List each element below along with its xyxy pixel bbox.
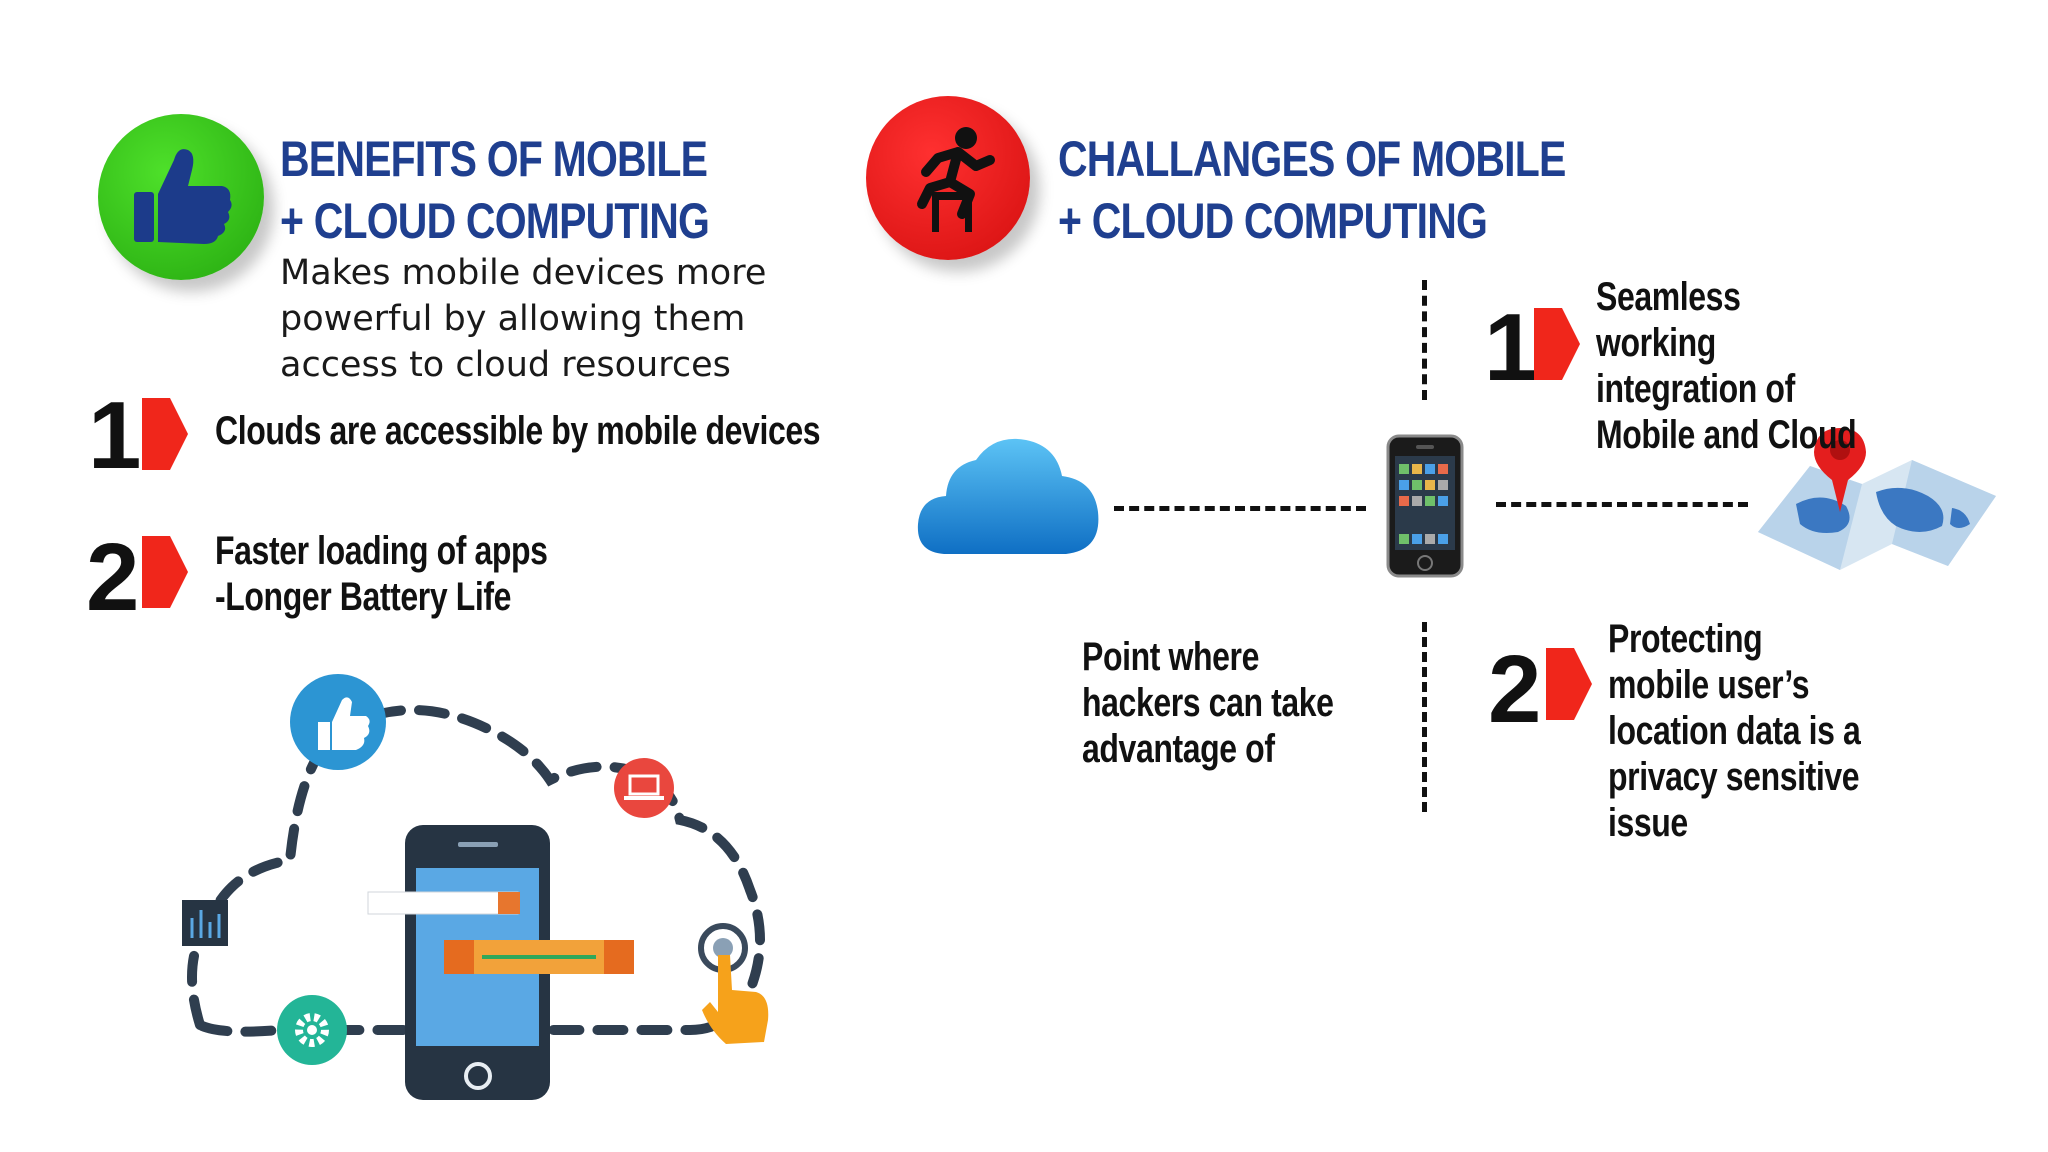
challenge-2-line2: mobile user’s [1608, 663, 1810, 707]
benefits-title-line1: BENEFITS OF MOBILE [280, 131, 708, 187]
benefit-2-line1: Faster loading of apps [215, 529, 548, 573]
dashed-cloud-outline [187, 705, 765, 1037]
thumbs-up-icon [134, 149, 232, 244]
upper-dashed-line [1422, 280, 1427, 400]
hacker-text-line2: hackers can take [1082, 681, 1334, 725]
challenges-icon-circle [866, 96, 1030, 260]
cloud-phone-illustration [182, 674, 769, 1100]
challenge-2-marker [1546, 648, 1592, 720]
challenge-1-line1: Seamless [1596, 275, 1741, 319]
lower-dashed-line [1422, 622, 1427, 812]
benefit-1-number: 1 [88, 382, 141, 489]
challenges-title-line2: + CLOUD COMPUTING [1058, 193, 1488, 249]
cloud-phone-dashed-line [1114, 506, 1366, 511]
challenge-1-line2: working [1596, 321, 1716, 365]
benefits-icon-circle [98, 114, 264, 280]
challenge-1-number: 1 [1484, 294, 1537, 401]
benefit-2-line2: -Longer Battery Life [215, 575, 512, 619]
equalizer-square-icon [182, 900, 228, 946]
benefit-2-number: 2 [86, 524, 139, 631]
benefits-description-line1: Makes mobile devices more [280, 253, 767, 293]
challenge-2-number: 2 [1488, 636, 1541, 743]
challenge-2-line4: privacy sensitive [1608, 755, 1860, 799]
challenge-1-line4: Mobile and Cloud [1596, 413, 1857, 457]
pointing-hand-icon [702, 955, 769, 1044]
smartphone-icon [1386, 434, 1464, 578]
phone-map-dashed-line [1496, 502, 1748, 507]
benefits-title-line2: + CLOUD COMPUTING [280, 193, 710, 249]
hacker-text-line1: Point where [1082, 635, 1259, 679]
challenge-2-line1: Protecting [1608, 617, 1763, 661]
benefit-2-marker [142, 536, 188, 608]
challenge-1-marker [1534, 308, 1580, 380]
benefits-description-line2: powerful by allowing them [280, 299, 746, 339]
location-map-icon [1758, 428, 1996, 570]
benefit-1-text: Clouds are accessible by mobile devices [215, 409, 821, 453]
hacker-text-line3: advantage of [1082, 727, 1275, 771]
map-pin-icon [1814, 428, 1866, 512]
hurdle-runner-icon [917, 127, 995, 232]
challenge-2-line3: location data is a [1608, 709, 1861, 753]
benefit-1-marker [142, 398, 188, 470]
benefits-description-line3: access to cloud resources [280, 345, 731, 385]
cloud-icon [917, 438, 1099, 554]
challenge-1-line3: integration of [1596, 367, 1795, 411]
challenges-title-line1: CHALLANGES OF MOBILE [1058, 131, 1566, 187]
laptop-bubble-icon [614, 758, 674, 818]
challenge-2-line5: issue [1608, 801, 1688, 845]
